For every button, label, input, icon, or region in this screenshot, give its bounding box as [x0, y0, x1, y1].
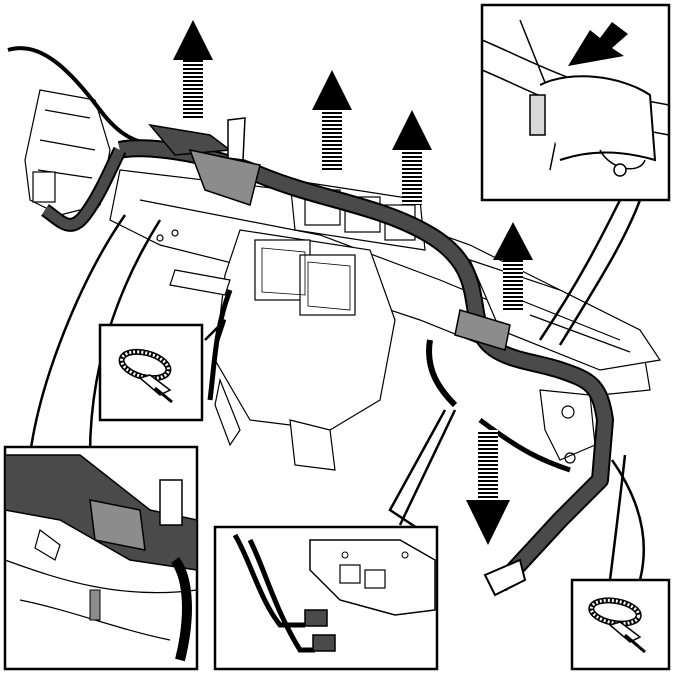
arrow-down-1	[466, 430, 510, 545]
arrow-up-2	[312, 70, 352, 170]
detail-clip-topright	[480, 3, 671, 202]
detail-cable-tie-left	[98, 323, 204, 422]
arrow-up-1	[173, 20, 213, 120]
arrow-up-4	[493, 222, 533, 310]
detail-cable-tie-right	[570, 578, 671, 671]
arrow-up-3	[392, 110, 432, 205]
wiring-harness	[7, 46, 614, 597]
detail-connectors	[213, 525, 439, 671]
detail-bracket-closeup	[3, 445, 199, 671]
